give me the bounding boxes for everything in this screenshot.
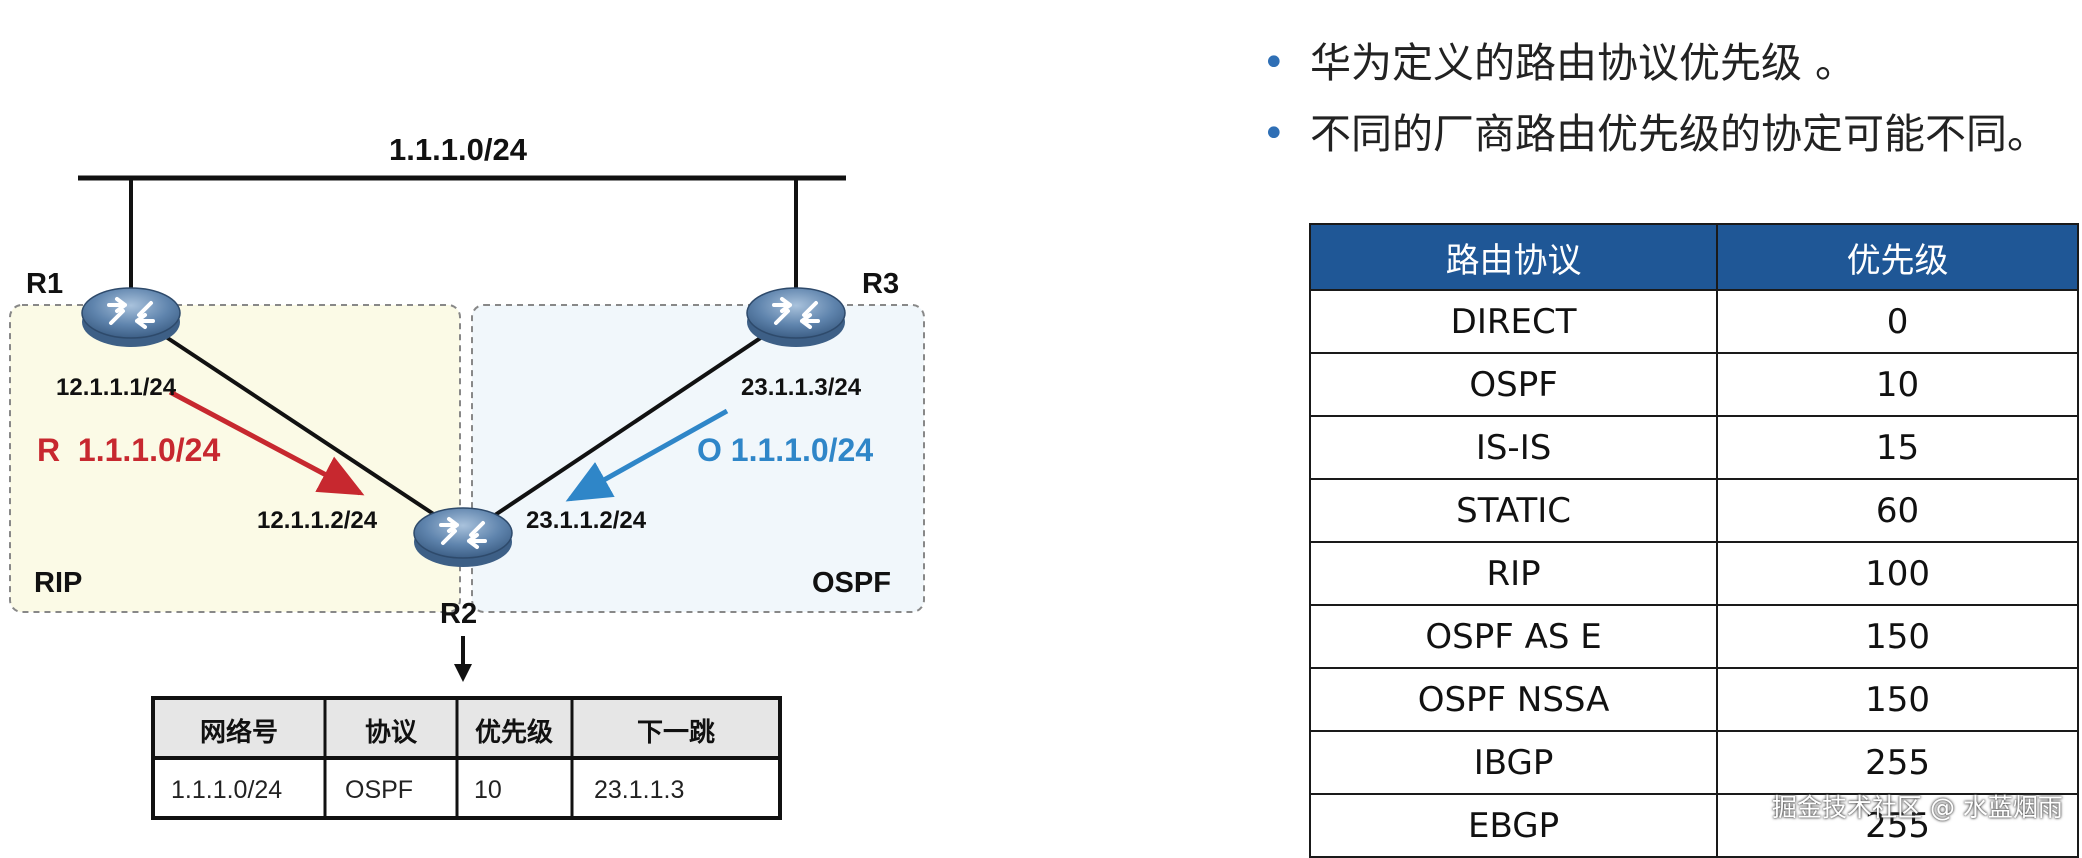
router-r1-label: R1 xyxy=(26,268,63,300)
ospf-area xyxy=(471,304,925,613)
ospf-route-label: O 1.1.1.0/24 xyxy=(697,432,873,468)
r2-right-interface: 23.1.1.2/24 xyxy=(526,507,647,534)
ospf-route-arrow xyxy=(565,408,729,502)
protocol-cell: IS-IS xyxy=(1308,415,1719,480)
down-arrow-head xyxy=(454,664,472,682)
priority-cell: 255 xyxy=(1716,730,2079,795)
protocol-cell: STATIC xyxy=(1308,478,1719,543)
r3-interface: 23.1.1.3/24 xyxy=(741,374,862,401)
r2-left-interface: 12.1.1.2/24 xyxy=(257,507,378,534)
network-diagram: 1.1.1.0/24 R1 R3 R2 12.1.1.1/24 12.1.1.2… xyxy=(9,132,925,820)
route-table-cell-network: 1.1.1.0/24 xyxy=(171,776,282,804)
rip-route-arrow xyxy=(168,389,365,496)
priority-cell: 150 xyxy=(1716,604,2079,669)
priority-cell: 10 xyxy=(1716,352,2079,417)
rip-area xyxy=(9,304,461,613)
route-table-header-priority: 优先级 xyxy=(475,717,553,748)
protocol-cell: DIRECT xyxy=(1308,289,1719,354)
bullet-list: • 华为定义的路由协议优先级 。 • 不同的厂商路由优先级的协定可能不同。 xyxy=(1262,28,2048,170)
priority-cell: 15 xyxy=(1716,415,2079,480)
priority-table-header-row: 路由协议 优先级 xyxy=(1308,223,2079,291)
protocol-cell: RIP xyxy=(1308,541,1719,606)
routing-table xyxy=(151,696,782,820)
bullet-dot-icon: • xyxy=(1262,111,1286,157)
priority-cell: 100 xyxy=(1716,541,2079,606)
link-r1-r2 xyxy=(158,331,437,517)
r1-interface: 12.1.1.1/24 xyxy=(56,374,177,401)
rip-route-label: R 1.1.1.0/24 xyxy=(37,432,220,468)
rip-area-label: RIP xyxy=(34,567,82,599)
router-r3-icon xyxy=(746,287,846,347)
route-table-header-protocol: 协议 xyxy=(365,718,418,748)
route-table-cell-protocol: OSPF xyxy=(345,776,413,804)
network-label: 1.1.1.0/24 xyxy=(389,132,528,167)
priority-cell: 0 xyxy=(1716,289,2079,354)
router-r1-icon xyxy=(81,287,181,347)
router-r2-icon xyxy=(413,507,513,567)
protocol-cell: OSPF xyxy=(1308,352,1719,417)
protocol-cell: OSPF AS E xyxy=(1308,604,1719,669)
route-table-cell-nexthop: 23.1.1.3 xyxy=(594,776,684,804)
link-r3-r2 xyxy=(493,331,770,517)
priority-header-protocol: 路由协议 xyxy=(1308,223,1719,291)
bullet-text: 不同的厂商路由优先级的协定可能不同。 xyxy=(1310,110,2048,158)
priority-cell: 150 xyxy=(1716,667,2079,732)
priority-cell: 60 xyxy=(1716,478,2079,543)
route-table-header-nexthop: 下一跳 xyxy=(637,718,715,748)
bullet-text: 华为定义的路由协议优先级 。 xyxy=(1310,39,1857,87)
protocol-cell: OSPF NSSA xyxy=(1308,667,1719,732)
router-r3-label: R3 xyxy=(862,268,899,300)
ospf-area-label: OSPF xyxy=(812,567,891,599)
protocol-cell: EBGP xyxy=(1308,793,1719,858)
bullet-item: • 华为定义的路由协议优先级 。 xyxy=(1262,28,2048,99)
protocol-cell: IBGP xyxy=(1308,730,1719,795)
bullet-item: • 不同的厂商路由优先级的协定可能不同。 xyxy=(1262,99,2048,170)
priority-header-priority: 优先级 xyxy=(1716,223,2079,291)
route-table-cell-priority: 10 xyxy=(474,776,502,804)
route-table-header-network: 网络号 xyxy=(200,717,278,748)
watermark: 掘金技术社区 @ 水蓝烟雨 xyxy=(1772,793,2063,822)
bullet-dot-icon: • xyxy=(1262,40,1286,86)
router-r2-label: R2 xyxy=(440,598,477,630)
